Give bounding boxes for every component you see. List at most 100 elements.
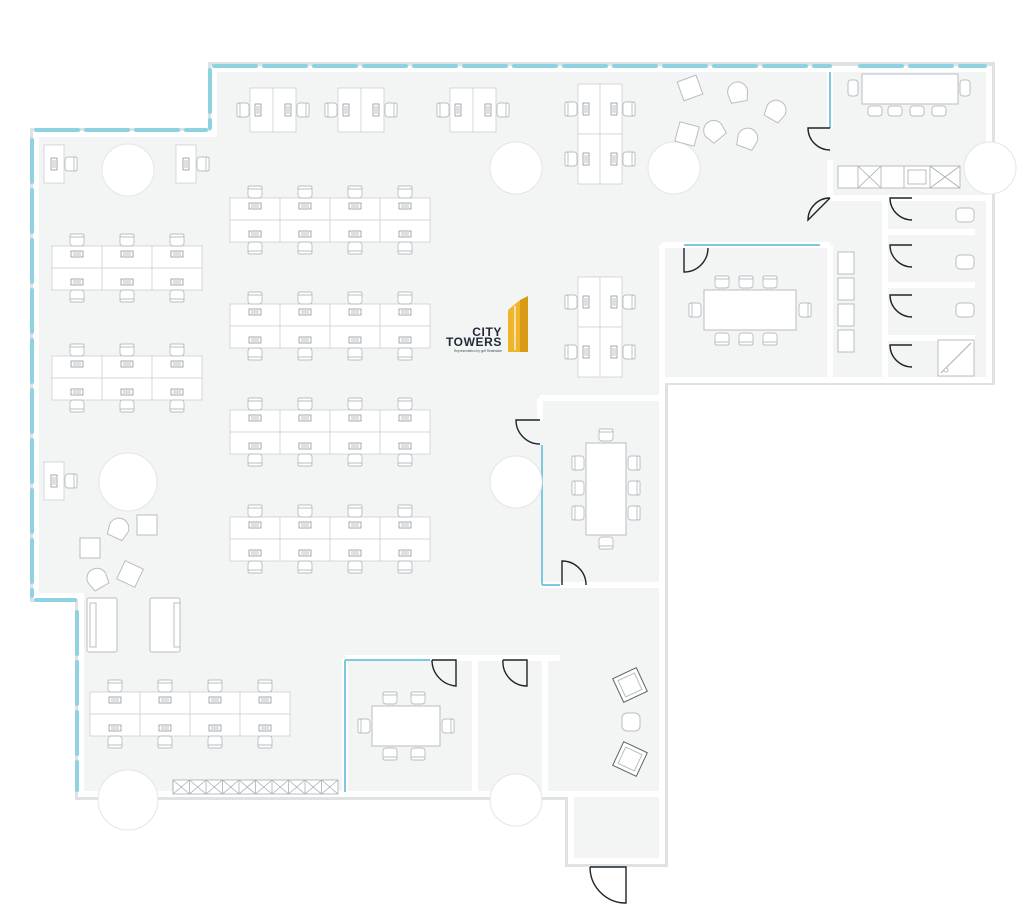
monitor-icon	[348, 230, 362, 238]
kitchen	[837, 73, 971, 189]
chair-icon	[347, 504, 363, 518]
monitor-icon	[208, 724, 222, 732]
storage-racks	[172, 779, 339, 795]
chair-icon	[347, 241, 363, 255]
desk	[272, 87, 297, 133]
desk-pod-pod-d	[229, 291, 431, 361]
monitor-icon	[298, 442, 312, 450]
monitor-icon	[108, 724, 122, 732]
monitor-icon	[248, 230, 262, 238]
desk	[360, 87, 385, 133]
desk	[337, 87, 362, 133]
desk-pair	[236, 87, 310, 133]
chair-icon	[347, 453, 363, 467]
chair-icon	[207, 679, 223, 693]
monitor-icon	[70, 250, 84, 258]
chair-icon	[397, 397, 413, 411]
chair-icon	[119, 233, 135, 247]
monitor-icon	[258, 724, 272, 732]
chair-icon	[169, 399, 185, 413]
chair-icon	[247, 397, 263, 411]
monitor-icon	[248, 521, 262, 529]
monitor-icon	[398, 549, 412, 557]
chair-icon	[257, 735, 273, 749]
desk-pair	[436, 87, 510, 133]
windows	[30, 64, 987, 792]
monitor-icon	[582, 102, 590, 116]
chair-icon	[297, 291, 313, 305]
chair-icon	[564, 294, 578, 310]
chair-icon	[69, 233, 85, 247]
monitor-icon	[298, 521, 312, 529]
desk	[472, 87, 497, 133]
single-desk	[43, 144, 78, 184]
chair-icon	[119, 289, 135, 303]
monitor-icon	[484, 103, 492, 117]
chair-icon	[397, 291, 413, 305]
monitor-icon	[610, 152, 618, 166]
restrooms	[837, 207, 975, 377]
single-desk	[175, 144, 210, 184]
chair-icon	[622, 294, 636, 310]
chair-icon	[324, 102, 338, 118]
chair-icon	[397, 560, 413, 574]
monitor-icon	[398, 414, 412, 422]
desk-pod-pod-g	[89, 679, 291, 749]
chair-icon	[157, 679, 173, 693]
monitor-icon	[398, 230, 412, 238]
single-desk	[43, 461, 78, 501]
monitor-icon	[120, 360, 134, 368]
chair-icon	[119, 343, 135, 357]
chair-icon	[169, 343, 185, 357]
desk-pod-pod-h	[564, 83, 636, 185]
chair-icon	[297, 504, 313, 518]
chair-icon	[622, 101, 636, 117]
desk-pod-pod-e	[229, 397, 431, 467]
chair-icon	[397, 185, 413, 199]
monitor-icon	[298, 549, 312, 557]
chair-icon	[69, 343, 85, 357]
monitor-icon	[208, 696, 222, 704]
monitor-icon	[348, 521, 362, 529]
monitor-icon	[348, 414, 362, 422]
chair-icon	[247, 453, 263, 467]
columns	[97, 141, 1017, 831]
monitor-icon	[284, 103, 292, 117]
chair-icon	[297, 397, 313, 411]
chair-icon	[496, 102, 510, 118]
chair-icon	[296, 102, 310, 118]
chair-icon	[157, 735, 173, 749]
monitor-icon	[610, 102, 618, 116]
monitor-icon	[298, 414, 312, 422]
monitor-icon	[258, 696, 272, 704]
chair-icon	[247, 241, 263, 255]
reception-lounge-furniture	[612, 667, 648, 777]
chair-icon	[347, 397, 363, 411]
monitor-icon	[170, 388, 184, 396]
chair-icon	[69, 289, 85, 303]
chair-icon	[196, 156, 210, 172]
monitor-icon	[348, 549, 362, 557]
monitor-icon	[348, 336, 362, 344]
lounge-left	[79, 514, 181, 653]
doors	[431, 127, 913, 904]
chair-icon	[64, 156, 78, 172]
desk-pod-pod-b	[51, 343, 203, 413]
monitor-icon	[248, 442, 262, 450]
desk	[449, 87, 474, 133]
monitor-icon	[582, 152, 590, 166]
city-towers-logo: CITY TOWERS Representation by gulf Reale…	[446, 296, 528, 353]
monitor-icon	[120, 388, 134, 396]
meeting-room-medium-furniture	[571, 428, 641, 550]
chair-icon	[397, 347, 413, 361]
monitor-icon	[158, 724, 172, 732]
chair-icon	[64, 473, 78, 489]
chair-icon	[347, 560, 363, 574]
chair-icon	[297, 560, 313, 574]
monitor-icon	[348, 202, 362, 210]
monitor-icon	[170, 278, 184, 286]
desk-pod-pod-i	[564, 276, 636, 378]
chair-icon	[247, 504, 263, 518]
monitor-icon	[248, 202, 262, 210]
